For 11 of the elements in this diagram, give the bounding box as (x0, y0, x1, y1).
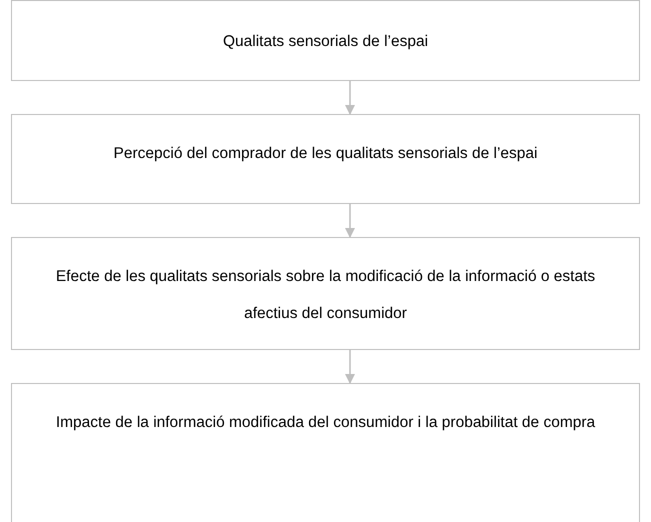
process-box (11, 114, 640, 204)
box-text: Percepció del comprador de les qualitats sensorials de l’espai (112, 144, 538, 164)
box-text: Qualitats sensorials de l’espai (222, 32, 430, 52)
box-text: Efecte de les qualitats sensorials sobre la modificació de la informació o estats afectius del consumidor (54, 267, 596, 324)
arrow (345, 81, 355, 115)
process-box (11, 0, 640, 81)
process-box (11, 383, 640, 522)
box-text: Impacte de la informació modificada del consumidor i la probabilitat de compra (54, 413, 596, 433)
process-box (11, 237, 640, 350)
arrow (345, 204, 355, 238)
arrow (345, 350, 355, 384)
